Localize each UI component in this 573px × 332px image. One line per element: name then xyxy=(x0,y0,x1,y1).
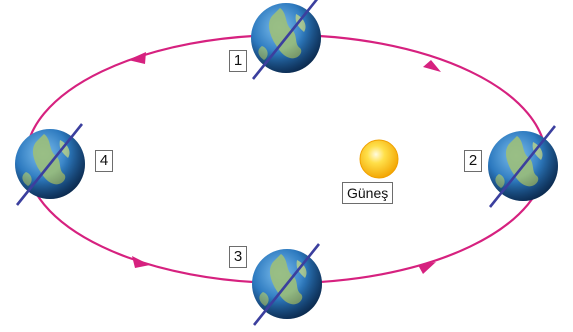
orbit-arrow-bottom-left xyxy=(132,256,150,268)
earth-axis xyxy=(252,243,321,326)
earth-axis xyxy=(251,0,319,80)
sun-label: Güneş xyxy=(342,182,394,204)
orbit-arrow-top-right xyxy=(423,60,441,72)
orbit-arrow-bottom-right xyxy=(418,262,436,274)
position-label-1: 1 xyxy=(229,50,247,72)
orbit-arrow-top-left xyxy=(128,52,146,64)
position-label-4: 4 xyxy=(95,150,113,172)
position-label-2: 2 xyxy=(464,150,482,172)
earth-position-2 xyxy=(488,125,558,208)
earth-position-1 xyxy=(251,0,321,80)
earth-position-3 xyxy=(252,243,322,326)
position-label-3: 3 xyxy=(229,246,247,268)
sun xyxy=(359,139,399,179)
earth-position-4 xyxy=(15,123,85,206)
earth-axis xyxy=(488,125,557,208)
earth-axis xyxy=(15,123,84,206)
